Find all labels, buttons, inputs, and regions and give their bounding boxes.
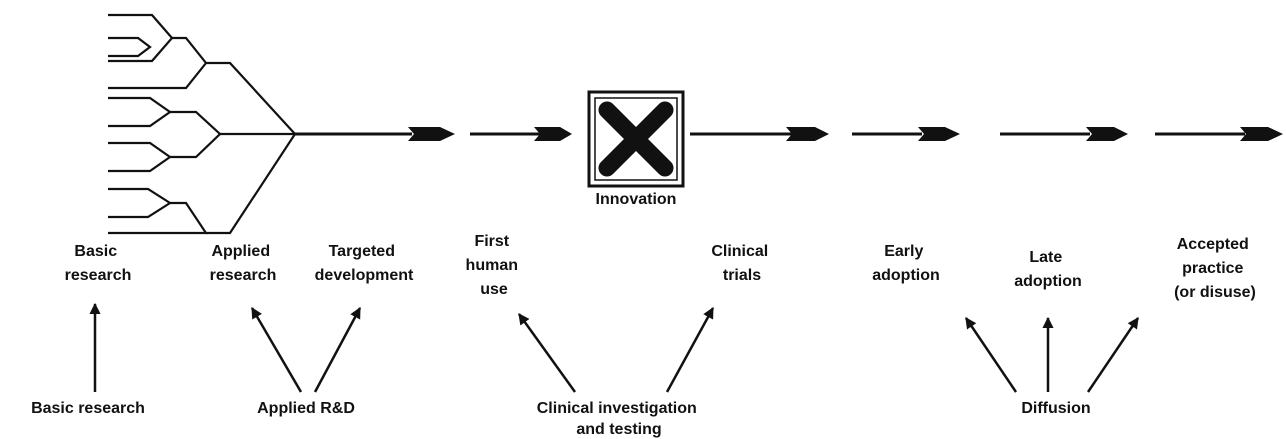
- pointer-applied-research: [250, 307, 303, 393]
- flow-arrowhead-2: [534, 127, 572, 141]
- stage-accepted-practice: Accepted practice (or disuse): [1174, 236, 1256, 301]
- category-basic-research: Basic research: [31, 400, 145, 417]
- category-clinical-investigation: Clinical investigation and testing: [537, 400, 701, 438]
- flow-arrowhead-4: [918, 127, 960, 141]
- stage-first-human-use: First human use: [466, 233, 523, 298]
- pointer-clinical-trials: [665, 307, 715, 393]
- pointer-targeted-development: [313, 307, 362, 393]
- innovation-box: Innovation: [587, 90, 685, 208]
- x-mark-icon: [598, 101, 674, 177]
- stage-basic-research: Basic research: [65, 243, 132, 284]
- research-branch-tree: [108, 13, 412, 235]
- pointer-first-human-use: [517, 313, 577, 393]
- category-labels: Basic research Applied R&D Clinical inve…: [31, 400, 1091, 438]
- innovation-label: Innovation: [596, 191, 677, 208]
- flow-arrowhead-5: [1086, 127, 1128, 141]
- stage-late-adoption: Late adoption: [1014, 249, 1082, 290]
- process-flow-arrows: [408, 127, 1283, 141]
- category-applied-rd: Applied R&D: [257, 400, 355, 417]
- stage-applied-research: Applied research: [210, 243, 277, 284]
- flow-arrowhead-6: [1240, 127, 1283, 141]
- flow-arrowhead-1: [408, 127, 455, 141]
- flow-arrowhead-3: [786, 127, 829, 141]
- stage-clinical-trials: Clinical trials: [711, 243, 772, 284]
- category-pointer-arrows: [89, 302, 1140, 393]
- stage-labels: Basic research Applied research Targeted…: [65, 233, 1256, 301]
- stage-targeted-development: Targeted development: [315, 243, 414, 284]
- stage-early-adoption: Early adoption: [872, 243, 940, 284]
- pointer-accepted-practice: [1086, 317, 1140, 393]
- category-diffusion: Diffusion: [1021, 400, 1090, 417]
- pointer-early-adoption: [964, 317, 1018, 393]
